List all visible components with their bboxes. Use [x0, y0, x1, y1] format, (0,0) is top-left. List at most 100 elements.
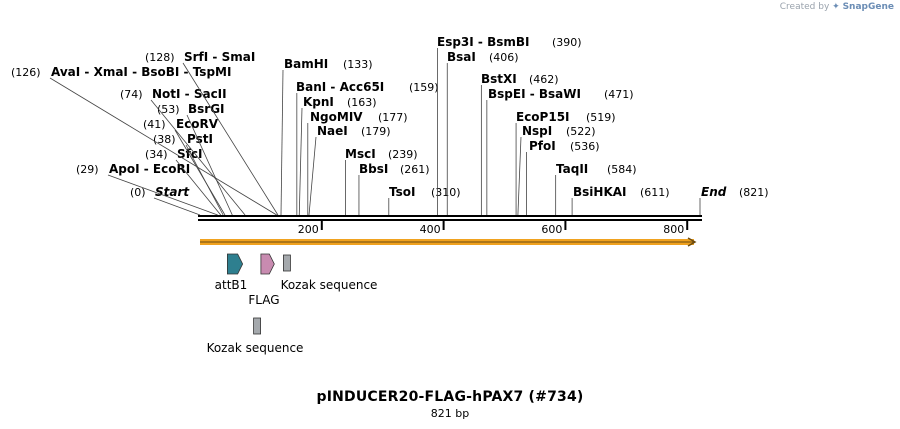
site-name: BsrGI [188, 102, 225, 116]
site-name: NgoMIV [310, 110, 363, 124]
site-name: PstI [187, 132, 213, 146]
restriction-site[interactable]: (519) EcoP15I [516, 110, 616, 124]
restriction-site[interactable]: (522)NspI [522, 124, 596, 138]
plasmid-length: 821 bp [430, 407, 470, 420]
site-position: (179) [361, 125, 391, 138]
site-name: EcoP15I [516, 110, 570, 124]
site-name: Esp3I - BsmBI [437, 35, 529, 49]
site-leader-line [298, 107, 303, 216]
plasmid-title: pINDUCER20-FLAG-hPAX7 (#734) [316, 389, 584, 405]
restriction-site[interactable]: (406)BsaI [447, 50, 519, 64]
site-leader-line [308, 136, 317, 216]
site-position: (177) [378, 111, 408, 124]
site-leader-line [49, 77, 277, 216]
snapgene-logo-icon: ✦ [832, 2, 840, 12]
feature[interactable]: Kozak sequence [281, 254, 378, 292]
site-name: KpnI [303, 95, 334, 109]
restriction-site[interactable]: (53) BsrGI [157, 102, 225, 116]
restriction-site[interactable]: (310) TsoI [389, 185, 461, 199]
site-position: (390) [552, 36, 582, 49]
site-leader-line [280, 69, 284, 216]
restriction-site[interactable]: (38) PstI [153, 132, 213, 146]
site-position: (821) [739, 186, 769, 199]
site-name: PfoI [529, 139, 556, 153]
site-leader-line [517, 136, 522, 216]
site-position: (34) [145, 148, 168, 161]
site-name: AvaI - XmaI - BsoBI - TspMI [51, 65, 231, 79]
restriction-site[interactable]: (471)BspEI - BsaWI [488, 87, 634, 101]
site-name: End [701, 185, 727, 199]
site-position: (41) [143, 118, 166, 131]
restriction-site[interactable]: (390) Esp3I - BsmBI [437, 35, 582, 49]
dna-backbone [198, 215, 702, 221]
ruler-tick-label: 800 [663, 223, 684, 236]
restriction-site[interactable]: (177) NgoMIV [310, 110, 408, 124]
site-name: TsoI [389, 185, 415, 199]
site-position: (74) [120, 88, 143, 101]
site-name: NotI - SacII [152, 87, 227, 101]
site-name: ApoI - EcoRI [109, 162, 190, 176]
site-name: TaqII [556, 162, 588, 176]
site-position: (536) [570, 140, 600, 153]
site-position: (310) [431, 186, 461, 199]
site-name: BsaI [447, 50, 476, 64]
feature-arrow [260, 253, 275, 275]
site-position: (462) [529, 73, 559, 86]
site-name: BstXI [481, 72, 517, 86]
restriction-site[interactable]: (163) KpnI [303, 95, 377, 109]
site-labels: (0)Start (29)ApoI - EcoRI(34) SfcI(38) PstI… [11, 35, 769, 199]
site-position: (163) [347, 96, 377, 109]
feature[interactable]: Kozak sequence [207, 317, 304, 355]
site-name: BamHI [284, 57, 328, 71]
site-name: Start [155, 185, 190, 199]
site-position: (126) [11, 66, 41, 79]
site-position: (519) [586, 111, 616, 124]
site-leader-lines [49, 48, 701, 216]
backbone-gap [198, 217, 702, 219]
restriction-site[interactable]: (584)TaqII [556, 162, 637, 176]
restriction-site[interactable]: (536) PfoI [529, 139, 600, 153]
map-title-block: pINDUCER20-FLAG-hPAX7 (#734) 821 bp [0, 389, 900, 420]
restriction-site[interactable]: (41)EcoRV [143, 117, 219, 131]
site-name: NaeI [317, 124, 348, 138]
feature-box [283, 254, 291, 272]
site-leader-line [107, 174, 218, 216]
restriction-site[interactable]: (133)BamHI [284, 57, 373, 71]
linear-map: (0)Start (29)ApoI - EcoRI(34) SfcI(38) PstI… [11, 35, 769, 355]
site-name: NspI [522, 124, 552, 138]
restriction-site[interactable]: (261)BbsI [359, 162, 430, 176]
feature-label: FLAG [248, 293, 279, 307]
site-leader-line [186, 114, 233, 216]
restriction-site[interactable]: (179) NaeI [317, 124, 391, 138]
restriction-site[interactable]: (821) End [701, 185, 769, 199]
site-leader-line [153, 197, 201, 216]
snapgene-watermark: Created by ✦ SnapGene [780, 2, 894, 12]
site-name: BanI - Acc65I [296, 80, 384, 94]
restriction-site[interactable]: (159) BanI - Acc65I [296, 80, 439, 94]
site-position: (471) [604, 88, 634, 101]
restriction-site[interactable]: (128) SrfI - SmaI [145, 50, 255, 64]
restriction-site[interactable]: (0)Start [130, 185, 190, 199]
restriction-site[interactable]: (29)ApoI - EcoRI [76, 162, 190, 176]
restriction-site[interactable]: (462) BstXI [481, 72, 559, 86]
site-name: SrfI - SmaI [184, 50, 255, 64]
feature-label: Kozak sequence [281, 278, 378, 292]
restriction-site[interactable]: (126) AvaI - XmaI - BsoBI - TspMI [11, 65, 231, 79]
restriction-site[interactable]: (611)BsiHKAI [573, 185, 670, 199]
restriction-site[interactable]: (74) NotI - SacII [120, 87, 227, 101]
site-position: (128) [145, 51, 175, 64]
feature[interactable]: attB1 [215, 253, 248, 292]
site-position: (159) [409, 81, 439, 94]
site-position: (53) [157, 103, 180, 116]
feature-label: Kozak sequence [207, 341, 304, 355]
site-name: BsiHKAI [573, 185, 627, 199]
site-name: SfcI [177, 147, 202, 161]
site-position: (239) [388, 148, 418, 161]
watermark-prefix: Created by [779, 2, 830, 12]
feature[interactable]: FLAG [248, 253, 280, 307]
restriction-site[interactable]: (34) SfcI [145, 147, 202, 161]
restriction-site[interactable]: (239)MscI [345, 147, 418, 161]
site-position: (38) [153, 133, 176, 146]
ruler-tick-label: 400 [420, 223, 441, 236]
